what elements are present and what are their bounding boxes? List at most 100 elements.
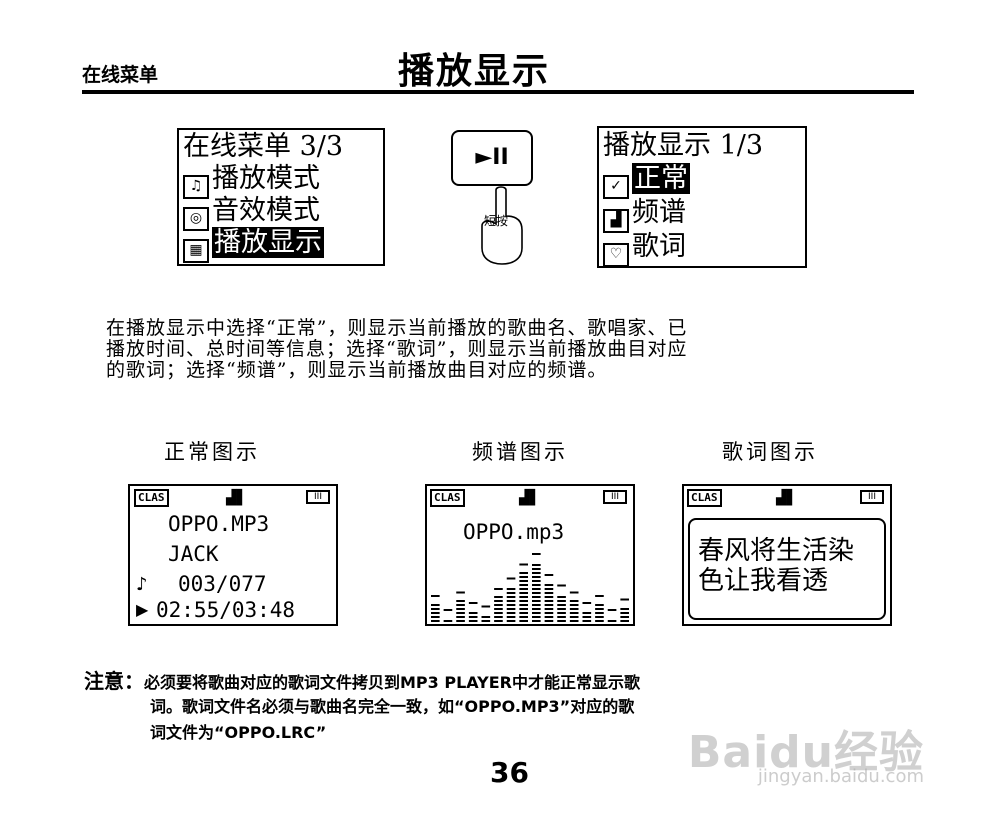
spectrum-peak-cap — [494, 588, 503, 590]
spectrum-bar-segment — [532, 600, 541, 602]
spectrum-peak-cap — [595, 595, 604, 597]
music-note-icon: ♪ — [136, 574, 148, 595]
spectrum-bar-segment — [431, 604, 440, 606]
spectrum-bar-segment — [519, 576, 528, 578]
menu-item-play-mode: ♫播放模式 — [183, 164, 320, 199]
spectrum-bar-segment — [569, 620, 579, 622]
watermark-url: jingyan.baidu.com — [757, 766, 924, 787]
spectrum-bar-segment — [569, 616, 579, 618]
spectrum-bar-segment — [519, 620, 528, 622]
spectrum-bar-segment — [456, 612, 465, 614]
spectrum-bar-segment — [544, 592, 554, 594]
battery-icon: III — [603, 490, 627, 504]
spectrum-bar-segment — [506, 608, 516, 610]
spectrum-bar-segment — [494, 604, 503, 606]
signal-icon: ▟▌ — [519, 490, 541, 506]
lyrics-box: 春风将生活染 色让我看透 — [688, 518, 886, 620]
spectrum-bar-segment — [456, 608, 465, 610]
spectrum-bar-segment — [468, 620, 478, 622]
caption-lyrics: 歌词图示 — [722, 440, 818, 464]
spectrum-bar-segment — [431, 608, 440, 610]
baidu-watermark: Baidu经验 — [687, 727, 924, 778]
spectrum-bar-segment — [519, 580, 528, 582]
spectrum-bar-segment — [607, 620, 617, 622]
spectrum-bar-segment — [532, 608, 541, 610]
menu-item-display: ▦播放显示 — [183, 227, 324, 263]
spectrum-bars — [431, 553, 629, 622]
spectrum-bar-segment — [569, 600, 579, 602]
spectrum-bar-segment — [595, 620, 604, 622]
spectrum-bar-segment — [569, 608, 579, 610]
spectrum-bar-segment — [532, 576, 541, 578]
spectrum-bar-segment — [506, 612, 516, 614]
spectrum-bar-segment — [468, 612, 478, 614]
spectrum-bar-segment — [557, 600, 566, 602]
eq-mode-icon: ◎ — [183, 207, 209, 231]
spectrum-peak-cap — [468, 602, 478, 604]
spectrum-bar-segment — [582, 612, 592, 614]
spectrum-bar-segment — [519, 584, 528, 586]
spectrum-bar-segment — [582, 616, 592, 618]
finger-press-icon — [481, 186, 523, 265]
spectrum-bar-segment — [544, 616, 554, 618]
spectrum-bar-segment — [557, 608, 566, 610]
spectrum-bar-segment — [544, 620, 554, 622]
display-icon: ▦ — [183, 239, 209, 263]
lyrics-line-2: 色让我看透 — [698, 566, 829, 596]
spectrum-bar-segment — [468, 616, 478, 618]
lyrics-line-1: 春风将生活染 — [698, 536, 855, 566]
spectrum-bar-segment — [557, 604, 566, 606]
spectrum-bar-segment — [544, 604, 554, 606]
spectrum-bar-segment — [532, 604, 541, 606]
note-line-1: 注意：必须要将歌曲对应的歌词文件拷贝到MP3 PLAYER中才能正常显示歌 — [84, 669, 640, 693]
spectrum-bar-segment — [506, 596, 516, 598]
play-time: 02:55/03:48 — [156, 598, 296, 622]
display-menu-screen: 播放显示 1/3 ✓正常 ▟频谱 ♡歌词 — [597, 126, 807, 268]
page-number: 36 — [490, 756, 529, 789]
menu-item-eq-mode: ◎音效模式 — [183, 196, 320, 231]
spectrum-bar-segment — [506, 592, 516, 594]
spectrum-bar-segment — [519, 600, 528, 602]
spectrum-bar-segment — [544, 608, 554, 610]
spectrum-peak-cap — [506, 577, 516, 580]
spectrum-bar-segment — [544, 584, 554, 586]
menu-item-normal: ✓正常 — [603, 163, 690, 199]
header-rule — [82, 90, 914, 94]
spectrum-bar-segment — [557, 616, 566, 618]
spectrum-icon: ▟ — [603, 209, 629, 233]
spectrum-bar-segment — [494, 600, 503, 602]
spectrum-bar-segment — [595, 604, 604, 606]
spectrum-bar-segment — [532, 612, 541, 614]
online-menu-title: 在线菜单 3/3 — [183, 131, 344, 162]
spectrum-bar-segment — [532, 572, 541, 574]
spectrum-bar-segment — [506, 620, 516, 622]
battery-icon: III — [306, 490, 330, 504]
spectrum-bar-segment — [620, 620, 629, 622]
spectrum-bar-segment — [620, 616, 629, 618]
spectrum-bar-segment — [481, 620, 491, 622]
spectrum-bar-segment — [506, 604, 516, 606]
spectrum-peak-cap — [544, 574, 554, 576]
spectrum-bar-segment — [431, 612, 440, 614]
track-number: 003/077 — [178, 572, 267, 596]
section-label: 在线菜单 — [82, 64, 159, 86]
spectrum-peak-cap — [532, 553, 541, 555]
signal-icon: ▟▌ — [226, 490, 248, 506]
spectrum-bar-segment — [443, 620, 453, 622]
menu-item-spectrum: ▟频谱 — [603, 198, 686, 233]
spectrum-bar-segment — [544, 600, 554, 602]
battery-icon: III — [860, 490, 884, 504]
spectrum-peak-cap — [620, 598, 629, 601]
artist-name: JACK — [168, 542, 219, 566]
spectrum-peak-cap — [481, 605, 491, 608]
spectrum-bar-segment — [481, 616, 491, 618]
spectrum-bar-segment — [519, 616, 528, 618]
spectrum-bar-segment — [620, 612, 629, 614]
play-pause-button: ►II — [451, 130, 533, 186]
spectrum-bar-segment — [544, 588, 554, 590]
spectrum-bar-segment — [532, 620, 541, 622]
spectrum-peak-cap — [557, 584, 566, 587]
spectrum-bar-segment — [595, 608, 604, 610]
spectrum-peak-cap — [456, 591, 465, 594]
spectrum-bar-segment — [494, 620, 503, 622]
